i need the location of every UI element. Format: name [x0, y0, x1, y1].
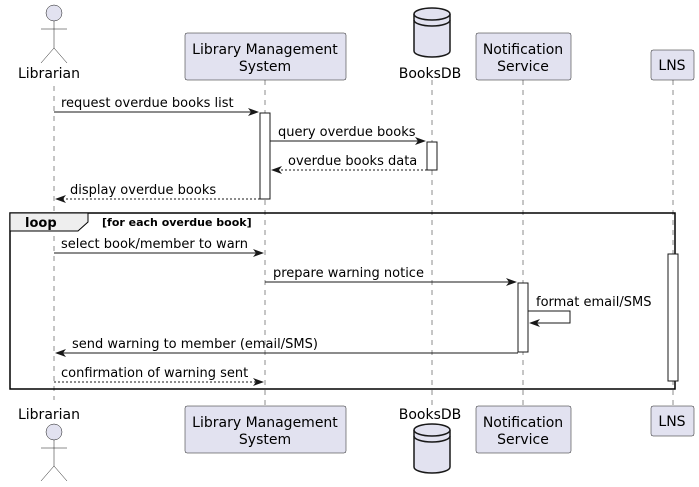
message-prepare-warning: prepare warning notice [265, 266, 517, 286]
participant-label-line1: Notification [483, 42, 563, 58]
participant-booksdb-top: BooksDB [399, 7, 462, 82]
message-display-overdue: display overdue books [55, 183, 260, 203]
participant-lms-top: Library Management System [184, 32, 347, 81]
message-select-book: select book/member to warn [54, 237, 264, 257]
participant-label: Librarian [18, 66, 80, 82]
message-label: display overdue books [70, 183, 216, 198]
message-send-warning: send warning to member (email/SMS) [55, 337, 518, 357]
database-icon [413, 423, 451, 474]
message-confirmation: confirmation of warning sent [54, 366, 264, 386]
participant-label-line2: System [239, 59, 291, 75]
loop-tab [9, 212, 89, 232]
database-icon [413, 7, 451, 58]
participant-notification-bottom: Notification Service [475, 405, 572, 454]
actor-icon [40, 4, 68, 64]
message-label: query overdue books [278, 125, 416, 140]
activation-notification [517, 282, 529, 353]
participant-booksdb-bottom: BooksDB [399, 407, 462, 474]
participant-label-line1: Library Management [192, 415, 338, 431]
participant-label-line1: Library Management [192, 42, 338, 58]
participant-librarian-bottom: Librarian [18, 407, 80, 482]
participant-label: BooksDB [399, 66, 462, 82]
message-format-email: format email/SMS [528, 295, 651, 327]
participant-lns-top: LNS [650, 49, 695, 81]
message-label: confirmation of warning sent [61, 366, 248, 381]
message-request-overdue: request overdue books list [54, 96, 259, 116]
activation-lms [259, 112, 271, 200]
loop-keyword: loop [25, 216, 57, 231]
participant-label: Librarian [18, 407, 80, 423]
activation-booksdb [426, 141, 438, 171]
message-label: prepare warning notice [273, 266, 424, 281]
participant-label: LNS [658, 58, 685, 74]
participant-label-line2: System [239, 432, 291, 448]
participant-lns-bottom: LNS [650, 405, 695, 437]
message-query-overdue: query overdue books [270, 125, 426, 145]
message-label: select book/member to warn [61, 237, 248, 252]
participant-librarian-top: Librarian [18, 4, 80, 82]
message-label: overdue books data [288, 154, 417, 169]
participant-label: LNS [658, 414, 685, 430]
participant-label-line2: Service [497, 432, 549, 448]
participant-label-line1: Notification [483, 415, 563, 431]
message-label: send warning to member (email/SMS) [72, 337, 318, 352]
message-label: format email/SMS [536, 295, 651, 310]
message-label: request overdue books list [61, 96, 234, 111]
actor-icon [40, 423, 68, 482]
participant-notification-top: Notification Service [475, 32, 572, 81]
activation-lns [667, 253, 679, 382]
loop-condition: [for each overdue book] [102, 216, 252, 229]
participant-label: BooksDB [399, 407, 462, 423]
message-overdue-data: overdue books data [271, 154, 427, 174]
participant-lms-bottom: Library Management System [184, 405, 347, 454]
participant-label-line2: Service [497, 59, 549, 75]
